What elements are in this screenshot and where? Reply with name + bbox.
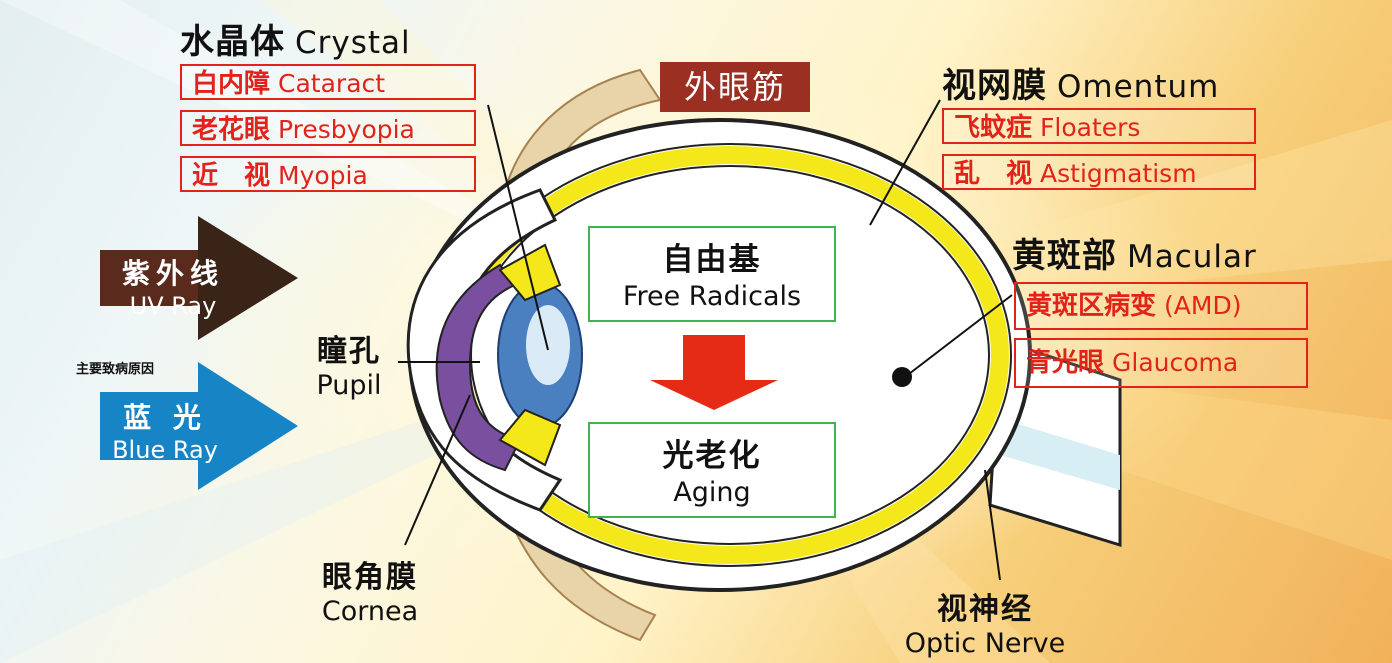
free-radicals-box: 自由基 Free Radicals <box>588 226 836 322</box>
cornea-label: 眼角膜 Cornea <box>300 552 440 627</box>
aging-box: 光老化 Aging <box>588 422 836 518</box>
crystal-title-en: Crystal <box>295 25 411 61</box>
uv-ray-label: 紫外线 UV Ray <box>108 252 238 320</box>
crystal-title: 水晶体 Crystal <box>180 14 411 63</box>
extraocular-muscle-label: 外眼筋 <box>660 62 810 112</box>
pupil-label: 瞳孔 Pupil <box>300 326 398 401</box>
crystal-title-zh: 水晶体 <box>180 22 285 62</box>
macular-dot <box>892 367 912 387</box>
blue-ray-label: 蓝 光 Blue Ray <box>100 396 230 464</box>
macular-condition-amd: 黄斑区病变(AMD) <box>1014 282 1308 330</box>
optic-nerve-label: 视神经 Optic Nerve <box>880 584 1090 659</box>
main-cause-note: 主要致病原因 <box>76 358 154 377</box>
